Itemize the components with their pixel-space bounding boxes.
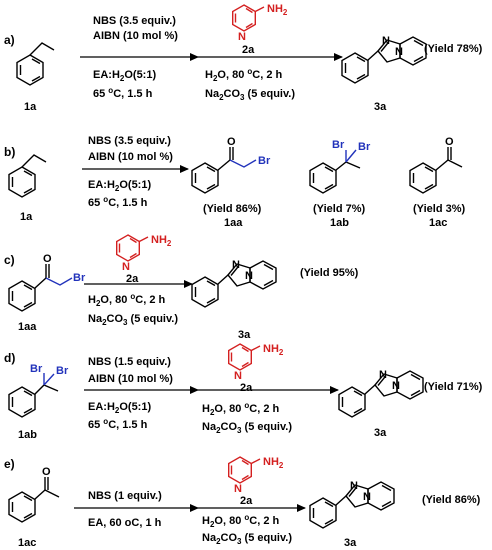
product-label: 1ab xyxy=(330,217,349,229)
condition-text: AIBN (10 mol %) xyxy=(88,373,173,385)
yield-text: (Yield 7%) xyxy=(313,203,365,215)
condition-text: EA:H2O(5:1) xyxy=(88,401,151,415)
condition-text: H2O, 80 oC, 2 h xyxy=(205,67,282,83)
product-label: 3a xyxy=(344,537,357,549)
condition-text: H2O, 80 oC, 2 h xyxy=(202,513,279,529)
scheme-label: d) xyxy=(4,351,15,365)
reagent-label: 2a xyxy=(240,382,253,394)
condition-text: H2O, 80 oC, 2 h xyxy=(88,292,165,308)
scheme-label: a) xyxy=(4,33,15,47)
condition-text: 65 oC, 1.5 h xyxy=(88,195,148,209)
reagent-2a-structure: N NH2 xyxy=(227,456,284,495)
compound-label: 1ac xyxy=(18,537,36,549)
condition-text: AIBN (10 mol %) xyxy=(93,30,178,42)
condition-text: H2O, 80 oC, 2 h xyxy=(202,401,279,417)
svg-text:N: N xyxy=(392,380,400,392)
compound-label: 1a xyxy=(20,211,33,223)
condition-text: NBS (3.5 equiv.) xyxy=(93,15,176,27)
svg-text:NH2: NH2 xyxy=(151,234,172,248)
compound-label: 1ab xyxy=(18,429,37,441)
scheme-c: c) O Br 1aa N NH2 2a H2O, 80 oC, 2 h Na2… xyxy=(4,234,359,341)
reagent-2a-structure: N NH2 xyxy=(231,3,288,43)
product-structure: N N xyxy=(309,480,395,529)
compound-structure xyxy=(16,42,55,86)
yield-text: (Yield 86%) xyxy=(422,494,481,506)
svg-text:N: N xyxy=(395,46,403,58)
product-label: 1ac xyxy=(429,217,447,229)
condition-text: AIBN (10 mol %) xyxy=(88,151,173,163)
scheme-d: d) Br Br 1ab NBS (1.5 equiv.) AIBN (10 m… xyxy=(4,343,483,441)
compound-structure: O Br xyxy=(8,253,86,312)
product-structure: O Br xyxy=(191,136,271,194)
svg-text:Br: Br xyxy=(30,363,43,375)
product-structure: Br Br xyxy=(309,139,371,194)
svg-text:NH2: NH2 xyxy=(263,456,284,470)
scheme-label: c) xyxy=(4,253,15,267)
compound-label: 1aa xyxy=(18,321,37,333)
svg-text:O: O xyxy=(227,136,236,148)
condition-text: EA:H2O(5:1) xyxy=(88,179,151,193)
condition-text: NBS (1 equiv.) xyxy=(88,490,162,502)
compound-label: 1a xyxy=(24,101,37,113)
compound-structure: Br Br xyxy=(8,363,69,418)
product-structure: N N xyxy=(338,369,424,418)
svg-text:N: N xyxy=(245,270,253,282)
svg-text:N: N xyxy=(350,480,358,492)
svg-text:N: N xyxy=(234,370,242,382)
svg-text:NH2: NH2 xyxy=(263,343,284,357)
reagent-2a-structure: N NH2 xyxy=(227,343,284,382)
scheme-a: a) 1a NBS (3.5 equiv.) AIBN (10 mol %) E… xyxy=(4,3,483,113)
svg-text:Br: Br xyxy=(56,365,69,377)
reagent-2a-structure: N NH2 xyxy=(115,234,172,273)
product-label: 3a xyxy=(374,427,387,439)
svg-text:N: N xyxy=(122,261,130,273)
product-label: 1aa xyxy=(224,217,243,229)
condition-text: EA:H2O(5:1) xyxy=(93,69,156,83)
compound-structure xyxy=(8,154,47,198)
scheme-label: b) xyxy=(4,145,15,159)
svg-text:N: N xyxy=(232,259,240,271)
reagent-label: 2a xyxy=(242,44,255,56)
scheme-e: e) O 1ac NBS (1 equiv.) EA, 60 oC, 1 h N… xyxy=(4,456,481,549)
condition-text: NBS (1.5 equiv.) xyxy=(88,356,171,368)
product-label: 3a xyxy=(374,101,387,113)
condition-text: Na2CO3 (5 equiv.) xyxy=(202,532,292,546)
yield-text: (Yield 78%) xyxy=(424,43,483,55)
product-structure: N N xyxy=(191,259,277,308)
svg-text:NH2: NH2 xyxy=(267,3,288,17)
product-structure: O xyxy=(409,136,463,194)
reagent-label: 2a xyxy=(126,273,139,285)
svg-text:Br: Br xyxy=(332,139,345,151)
scheme-b: b) 1a NBS (3.5 equiv.) AIBN (10 mol %) E… xyxy=(4,135,465,229)
svg-text:O: O xyxy=(43,253,52,265)
product-structure: N N xyxy=(341,35,427,84)
yield-text: (Yield 3%) xyxy=(413,203,465,215)
yield-text: (Yield 86%) xyxy=(203,203,262,215)
reagent-label: 2a xyxy=(240,495,253,507)
svg-text:N: N xyxy=(379,369,387,381)
condition-text: Na2CO3 (5 equiv.) xyxy=(88,313,178,327)
condition-text: Na2CO3 (5 equiv.) xyxy=(205,88,295,102)
svg-text:Br: Br xyxy=(258,155,271,167)
yield-text: (Yield 71%) xyxy=(424,381,483,393)
condition-text: Na2CO3 (5 equiv.) xyxy=(202,421,292,435)
svg-text:N: N xyxy=(382,35,390,47)
svg-text:N: N xyxy=(234,483,242,495)
condition-text: 65 oC, 1.5 h xyxy=(88,417,148,431)
yield-text: (Yield 95%) xyxy=(300,267,359,279)
compound-structure: O xyxy=(8,466,60,523)
svg-text:N: N xyxy=(363,491,371,503)
svg-text:N: N xyxy=(238,31,246,43)
scheme-label: e) xyxy=(4,457,15,471)
svg-text:O: O xyxy=(445,136,454,148)
svg-text:O: O xyxy=(42,466,51,478)
condition-text: EA, 60 oC, 1 h xyxy=(88,517,162,529)
condition-text: 65 oC, 1.5 h xyxy=(93,86,153,100)
svg-text:Br: Br xyxy=(73,272,86,284)
svg-text:Br: Br xyxy=(358,141,371,153)
product-label: 3a xyxy=(238,329,251,341)
condition-text: NBS (3.5 equiv.) xyxy=(88,135,171,147)
